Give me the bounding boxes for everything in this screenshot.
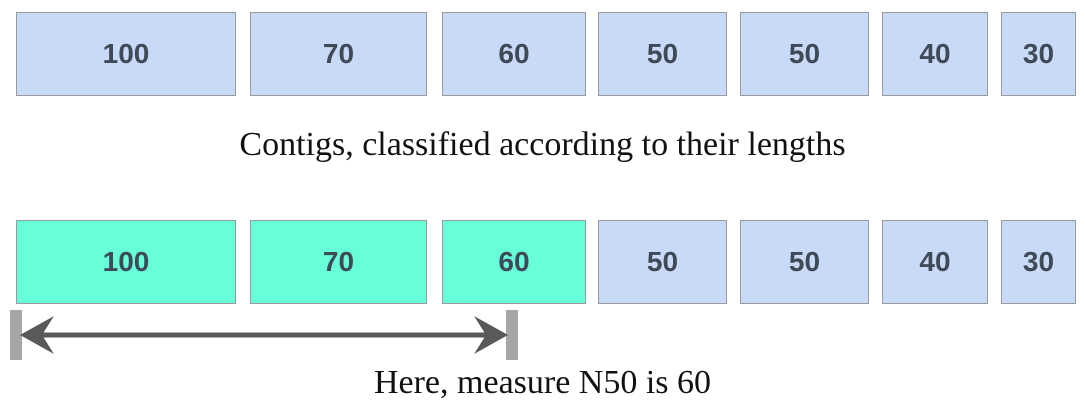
contig-box-highlighted: 100 <box>16 220 236 304</box>
contig-box: 30 <box>1001 12 1076 96</box>
contigs-row-n50: 100 70 60 50 50 40 30 <box>0 220 1085 306</box>
contig-box: 30 <box>1001 220 1076 304</box>
n50-measure-arrow <box>10 310 518 360</box>
contig-box-highlighted: 70 <box>250 220 427 304</box>
measure-left-bar <box>10 310 22 360</box>
contig-box: 50 <box>740 12 869 96</box>
contig-box: 60 <box>442 12 586 96</box>
contig-box: 50 <box>740 220 869 304</box>
contig-box: 50 <box>598 220 727 304</box>
arrowhead-right-icon <box>474 316 508 354</box>
contig-box: 40 <box>882 12 988 96</box>
contig-box: 40 <box>882 220 988 304</box>
measure-right-bar <box>506 310 518 360</box>
contigs-row-sorted: 100 70 60 50 50 40 30 <box>0 12 1085 98</box>
contig-box-highlighted: 60 <box>442 220 586 304</box>
arrowhead-left-icon <box>20 316 54 354</box>
contig-box: 70 <box>250 12 427 96</box>
caption-n50: Here, measure N50 is 60 <box>373 364 712 401</box>
caption-contigs: Contigs, classified according to their l… <box>239 126 846 163</box>
contig-box: 50 <box>598 12 727 96</box>
contig-box: 100 <box>16 12 236 96</box>
